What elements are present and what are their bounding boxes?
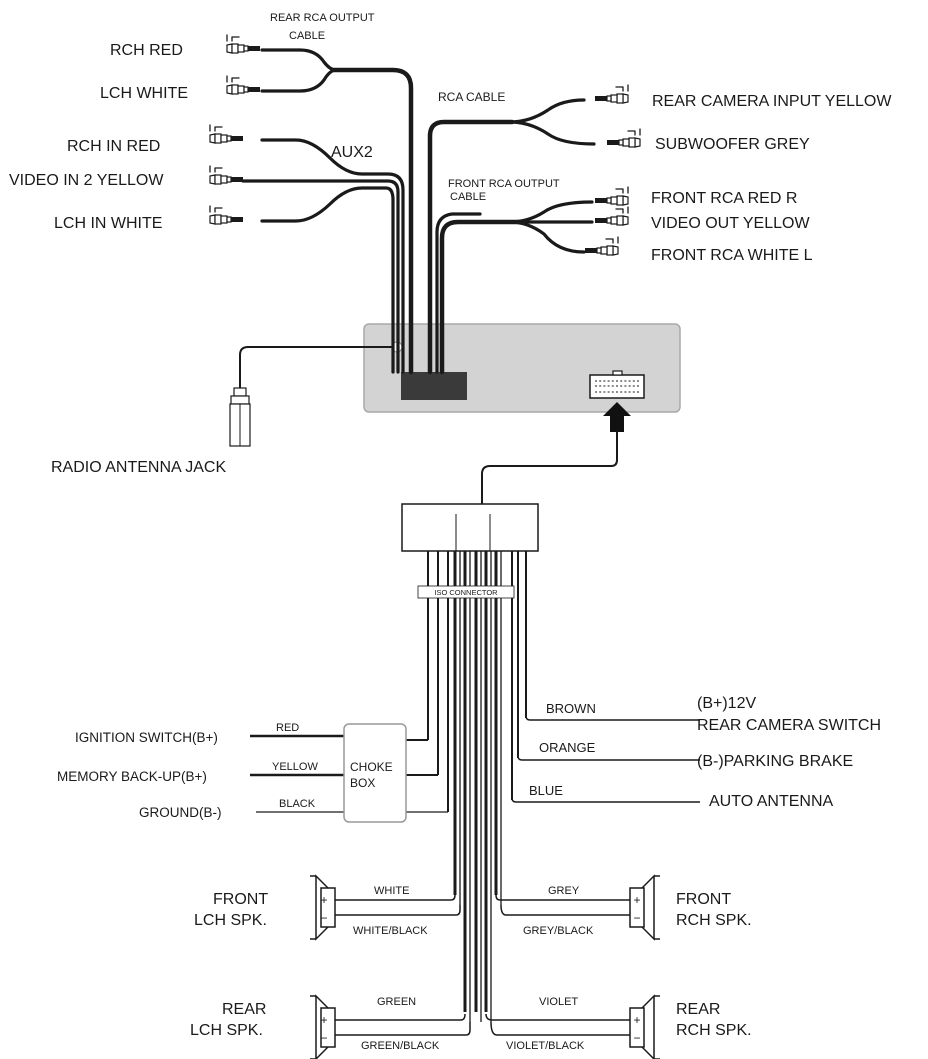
choke-box-label-1: CHOKE xyxy=(350,760,393,774)
violet-wire-label: VIOLET xyxy=(539,996,578,1008)
insert-arrow xyxy=(603,402,631,432)
rear-rca-output-cable xyxy=(226,34,414,375)
yellow-wire-label: YELLOW xyxy=(272,761,318,773)
aux2-label: AUX2 xyxy=(331,144,373,161)
green-black-wire-label: GREEN/BLACK xyxy=(361,1040,440,1052)
rear-camera-input-label: REAR CAMERA INPUT YELLOW xyxy=(652,93,892,110)
rear-rch-label-1: REAR xyxy=(676,1001,720,1018)
front-rca-white-plug xyxy=(585,237,618,255)
rear-camera-plug xyxy=(595,85,628,103)
svg-text:−: − xyxy=(633,1031,640,1045)
front-rca-red-label: FRONT RCA RED R xyxy=(651,190,797,207)
lch-in-white-label: LCH IN WHITE xyxy=(54,215,162,232)
rch-red-label: RCH RED xyxy=(110,42,183,59)
iso-connector-label-box xyxy=(417,585,515,599)
iso-connector-label: ISO CONNECTOR xyxy=(434,588,498,597)
svg-text:+: + xyxy=(320,893,327,907)
svg-text:−: − xyxy=(320,1031,327,1045)
lch-in-white-plug xyxy=(209,205,244,225)
memory-backup-label: MEMORY BACK-UP(B+) xyxy=(57,769,207,784)
rear-camera-switch-label: REAR CAMERA SWITCH xyxy=(697,717,881,734)
radio-antenna-jack-label: RADIO ANTENNA JACK xyxy=(51,459,226,476)
video-in-2-yellow-plug xyxy=(209,165,244,185)
front-lch-label-1: FRONT xyxy=(213,891,268,908)
power-wires xyxy=(250,734,448,813)
front-rca-output-label-2: CABLE xyxy=(450,191,486,203)
rca-camera-cable xyxy=(427,85,640,375)
white-black-wire-label: WHITE/BLACK xyxy=(353,925,428,937)
lch-white-plug xyxy=(226,75,261,95)
rca-cable-socket xyxy=(401,372,467,400)
brown-wire-label: BROWN xyxy=(546,701,596,716)
speaker-wires xyxy=(335,894,630,1036)
video-out-label: VIDEO OUT YELLOW xyxy=(651,215,810,232)
aux2-cable xyxy=(209,124,405,374)
control-wires xyxy=(511,715,700,803)
front-rca-white-label: FRONT RCA WHITE L xyxy=(651,247,813,264)
iso-plug xyxy=(401,503,539,552)
front-rca-output-cable xyxy=(435,187,628,375)
ignition-switch-label: IGNITION SWITCH(B+) xyxy=(75,730,218,745)
front-rch-label-1: FRONT xyxy=(676,891,731,908)
orange-wire-label: ORANGE xyxy=(539,740,596,755)
black-wire-label: BLACK xyxy=(279,798,316,810)
rear-lch-label-2: LCH SPK. xyxy=(190,1022,263,1039)
blue-wire-label: BLUE xyxy=(529,783,563,798)
front-rca-red-plug xyxy=(595,187,628,205)
rear-rch-label-2: RCH SPK. xyxy=(676,1022,752,1039)
choke-box-label-2: BOX xyxy=(350,776,375,790)
parking-brake-label: (B-)PARKING BRAKE xyxy=(697,753,853,770)
green-wire-label: GREEN xyxy=(377,996,416,1008)
iso-wire-bundle xyxy=(427,551,527,1022)
svg-text:+: + xyxy=(633,1013,640,1027)
red-wire-label: RED xyxy=(276,722,299,734)
radio-antenna-cable xyxy=(229,346,393,447)
front-rca-output-label-1: FRONT RCA OUTPUT xyxy=(448,178,560,190)
iso-lead xyxy=(481,431,618,504)
rch-red-plug xyxy=(226,34,261,54)
svg-text:+: + xyxy=(320,1013,327,1027)
video-in-2-yellow-label: VIDEO IN 2 YELLOW xyxy=(9,172,164,189)
iso-socket xyxy=(589,370,645,399)
rear-lch-label-1: REAR xyxy=(222,1001,266,1018)
rear-rca-output-label-2: CABLE xyxy=(289,30,325,42)
violet-black-wire-label: VIOLET/BLACK xyxy=(506,1040,585,1052)
svg-text:+: + xyxy=(633,893,640,907)
front-lch-speaker: + − xyxy=(310,874,336,941)
rch-in-red-label: RCH IN RED xyxy=(67,138,160,155)
front-rch-speaker: + − xyxy=(629,874,660,941)
lch-white-label: LCH WHITE xyxy=(100,85,188,102)
auto-antenna-label: AUTO ANTENNA xyxy=(709,793,834,810)
rch-in-red-plug xyxy=(209,124,244,144)
rear-lch-speaker: + − xyxy=(310,994,336,1059)
front-rch-label-2: RCH SPK. xyxy=(676,912,752,929)
grey-black-wire-label: GREY/BLACK xyxy=(523,925,594,937)
rear-rca-output-label-1: REAR RCA OUTPUT xyxy=(270,12,375,24)
svg-text:−: − xyxy=(633,911,640,925)
rear-rch-speaker: + − xyxy=(629,994,660,1059)
white-wire-label: WHITE xyxy=(374,885,409,897)
subwoofer-label: SUBWOOFER GREY xyxy=(655,136,810,153)
subwoofer-plug xyxy=(607,129,640,147)
svg-text:−: − xyxy=(320,911,327,925)
grey-wire-label: GREY xyxy=(548,885,580,897)
video-out-plug xyxy=(595,207,628,225)
ground-label: GROUND(B-) xyxy=(139,805,222,820)
front-lch-label-2: LCH SPK. xyxy=(194,912,267,929)
choke-box xyxy=(343,723,407,823)
rca-cable-label: RCA CABLE xyxy=(438,90,505,104)
b12v-label: (B+)12V xyxy=(697,695,756,712)
